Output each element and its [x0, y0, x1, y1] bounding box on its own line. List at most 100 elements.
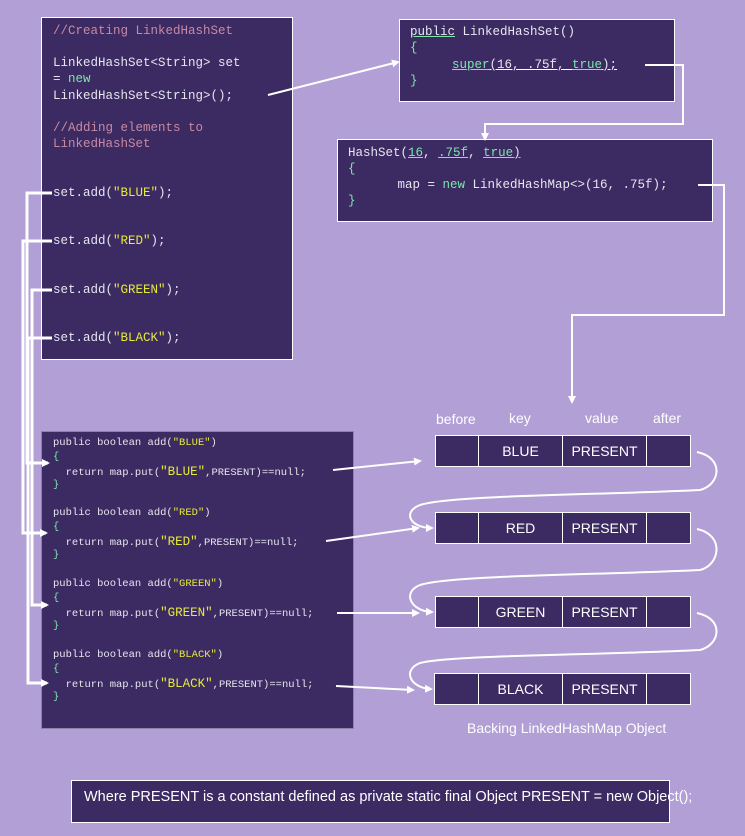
- creation-code-box: //Creating LinkedHashSet LinkedHashSet<S…: [41, 17, 293, 360]
- keyword-new: new: [442, 178, 466, 192]
- open-brace: {: [410, 41, 418, 55]
- header-key: key: [509, 410, 531, 426]
- constructor-name: LinkedHashSet(): [455, 25, 576, 39]
- method-return: return map.put("RED",PRESENT)==null;: [53, 535, 299, 549]
- method-signature: public boolean add("BLACK"): [53, 649, 223, 661]
- sig-prefix: public boolean add(: [53, 578, 173, 590]
- open-brace: {: [53, 451, 60, 463]
- open-brace: {: [53, 521, 60, 533]
- entry-key-cell: GREEN: [478, 596, 563, 628]
- method-return: return map.put("BLACK",PRESENT)==null;: [53, 677, 314, 691]
- sig-prefix: public boolean add(: [53, 437, 173, 449]
- keyword-new: new: [68, 72, 91, 86]
- hashset-name: HashSet(: [348, 146, 409, 160]
- sig-prefix: public boolean add(: [53, 507, 173, 519]
- entry-key-cell: RED: [478, 512, 563, 544]
- ret-suffix: ,PRESENT)==null;: [197, 537, 299, 549]
- add-call-red: set.add("RED");: [53, 234, 166, 248]
- entry-value-cell: PRESENT: [562, 435, 647, 467]
- declaration-line-3: LinkedHashSet<String>();: [53, 89, 234, 103]
- map-constructor: LinkedHashMap<>(16, .75f);: [465, 178, 668, 192]
- method-signature: public boolean add("GREEN"): [53, 578, 223, 590]
- ret-suffix: ,PRESENT)==null;: [205, 467, 306, 479]
- ret-prefix: return map.put(: [53, 537, 161, 549]
- sig-suffix: ): [216, 649, 224, 661]
- comment-adding-1: //Adding elements to: [53, 121, 204, 135]
- add-method-red: public boolean add("RED") { return map.p…: [42, 507, 353, 624]
- hashset-arg-loadfactor: .75f: [438, 146, 469, 160]
- add-call-suffix: );: [158, 186, 174, 200]
- entry-after-cell: [646, 435, 691, 467]
- add-call-suffix: );: [150, 234, 166, 248]
- entry-before-cell: [434, 673, 479, 705]
- entry-value-cell: PRESENT: [562, 512, 647, 544]
- entry-after-cell: [646, 512, 691, 544]
- header-before: before: [436, 411, 476, 427]
- close-brace: }: [53, 549, 60, 561]
- separator: ,: [423, 146, 439, 160]
- keyword-public: public: [410, 25, 456, 39]
- ret-suffix: ,PRESENT)==null;: [212, 608, 314, 620]
- sig-suffix: ): [204, 507, 211, 519]
- super-args-end: );: [602, 58, 618, 72]
- close-brace: }: [53, 620, 60, 632]
- declaration-line-2: = new: [53, 72, 91, 86]
- entry-before-cell: [435, 596, 479, 628]
- add-call-prefix: set.add(: [53, 186, 114, 200]
- close-brace: }: [348, 194, 356, 208]
- method-return: return map.put("GREEN",PRESENT)==null;: [53, 606, 314, 620]
- sig-arg: "BLACK": [172, 649, 217, 661]
- entry-key-cell: BLACK: [478, 673, 563, 705]
- ret-prefix: return map.put(: [53, 608, 161, 620]
- sig-suffix: ): [210, 437, 217, 449]
- map-assignment: map = new LinkedHashMap<>(16, .75f);: [360, 178, 668, 192]
- open-brace: {: [53, 663, 60, 675]
- close-brace: }: [410, 74, 418, 88]
- add-method-black: public boolean add("BLACK") { return map…: [42, 649, 353, 816]
- hashset-arg-capacity: 16: [408, 146, 424, 160]
- method-signature: public boolean add("BLUE"): [53, 437, 217, 449]
- sig-arg: "RED": [172, 507, 205, 519]
- keyword-true: true: [572, 58, 603, 72]
- add-call-suffix: );: [165, 331, 181, 345]
- header-after: after: [653, 410, 682, 426]
- add-call-black: set.add("BLACK");: [53, 331, 181, 345]
- sig-prefix: public boolean add(: [53, 649, 173, 661]
- add-call-arg: "RED": [113, 234, 151, 248]
- entry-after-cell: [646, 673, 691, 705]
- add-call-prefix: set.add(: [53, 331, 114, 345]
- entry-value-cell: PRESENT: [562, 673, 647, 705]
- add-call-prefix: set.add(: [53, 283, 114, 297]
- constructor-signature: public LinkedHashSet(): [410, 25, 575, 39]
- ret-arg: "GREEN": [160, 606, 213, 620]
- separator: ,: [468, 146, 484, 160]
- add-call-suffix: );: [165, 283, 181, 297]
- sig-suffix: ): [216, 578, 224, 590]
- add-methods-code-box: public boolean add("BLUE") { return map.…: [41, 431, 354, 729]
- entry-before-cell: [435, 435, 479, 467]
- method-return: return map.put("BLUE",PRESENT)==null;: [53, 465, 306, 479]
- entry-value-cell: PRESENT: [562, 596, 647, 628]
- sig-arg: "GREEN": [172, 578, 217, 590]
- add-method-green: public boolean add("GREEN") { return map…: [42, 578, 353, 720]
- ret-arg: "BLUE": [160, 465, 206, 479]
- entry-key-cell: BLUE: [478, 435, 563, 467]
- footnote-text: Where PRESENT is a constant defined as p…: [84, 789, 693, 805]
- add-call-arg: "GREEN": [113, 283, 166, 297]
- ret-suffix: ,PRESENT)==null;: [212, 679, 314, 691]
- add-call-arg: "BLACK": [113, 331, 166, 345]
- keyword-super: super: [452, 58, 490, 72]
- add-call-blue: set.add("BLUE");: [53, 186, 173, 200]
- comment-creating: //Creating LinkedHashSet: [53, 24, 233, 38]
- entry-before-cell: [435, 512, 479, 544]
- sig-arg: "BLUE": [172, 437, 211, 449]
- add-call-prefix: set.add(: [53, 234, 114, 248]
- add-call-green: set.add("GREEN");: [53, 283, 181, 297]
- super-call: super(16, .75f, true);: [452, 58, 617, 72]
- open-brace: {: [53, 592, 60, 604]
- close-brace: }: [53, 691, 60, 703]
- ret-prefix: return map.put(: [53, 467, 161, 479]
- method-signature: public boolean add("RED"): [53, 507, 211, 519]
- equals-sign: =: [53, 72, 69, 86]
- hashset-signature: HashSet(16, .75f, true): [348, 146, 521, 160]
